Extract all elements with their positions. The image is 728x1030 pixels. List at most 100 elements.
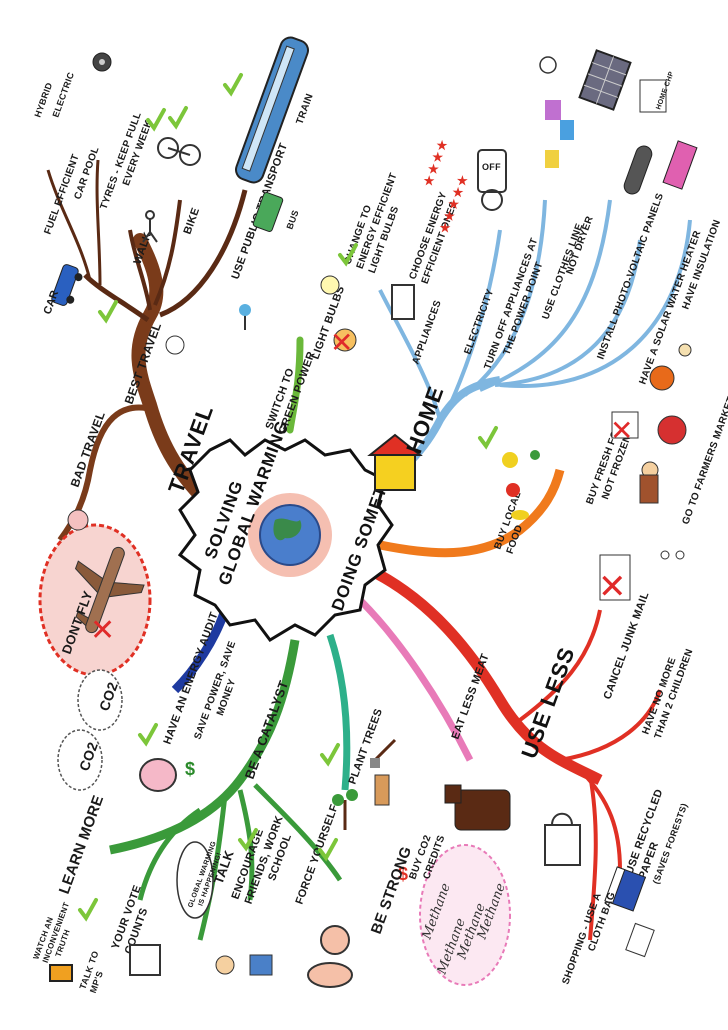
appliances-group: APPLIANCES (410, 299, 443, 366)
catalyst-sub-talk (197, 794, 228, 941)
cow-icon (444, 784, 511, 831)
paper-stack-icon (604, 866, 647, 912)
train-label-group: TRAIN (294, 92, 315, 126)
energy-audit-label: HAVE AN ENERGY AUDIT (162, 610, 221, 746)
watch-group: WATCH AN INCONVENIENT TRUTH (31, 901, 71, 964)
learn-more-group: LEARN MORE (56, 793, 107, 896)
eat-less-meat-branch (357, 597, 474, 762)
bike-icon (157, 137, 201, 166)
plant-trees-group: PLANT TREES (347, 707, 386, 786)
off-label: OFF (482, 162, 501, 172)
shovel-icon (370, 738, 397, 768)
car-icon (51, 264, 83, 306)
use-less-sub-children (559, 689, 662, 762)
seed-pots-icon (374, 774, 390, 806)
use-less-sub-junk (518, 609, 602, 722)
recycled-group: USE RECYCLED PAPER (SAVES FORESTS) (624, 788, 690, 886)
co2-cloud-1 (77, 669, 123, 731)
cloth-bag-icon (544, 812, 581, 866)
check-icon (98, 300, 118, 324)
catalyst-label: BE A CATALYST (242, 678, 292, 781)
clothes-icon (545, 100, 574, 168)
piggy-bank-icon (139, 758, 177, 792)
check-icon (338, 243, 358, 267)
use-less-sub-paper (578, 768, 622, 871)
sun-icon (539, 56, 557, 74)
tyres-group: TYRES - KEEP FULL EVERY WEEK (98, 111, 155, 211)
change-bulbs-group: CHANGE TO ENERGY EFFICIENT LIGHT BULBS (342, 172, 401, 275)
co2-cloud-2 (57, 729, 103, 791)
bus-label-group: BUS (284, 209, 300, 231)
stars-icon-2: ★★★★ (420, 137, 452, 190)
sad-face-icon (67, 509, 89, 531)
electric-label: ELECTRIC (50, 71, 76, 119)
check-icon (223, 73, 243, 97)
tyre-hub-icon (99, 59, 105, 65)
methane-cloud (419, 844, 511, 986)
bus-label: BUS (284, 209, 300, 231)
energy-audit-group: HAVE AN ENERGY AUDIT (162, 610, 221, 746)
smiley-icon (165, 335, 185, 355)
train-label: TRAIN (294, 92, 315, 126)
solar-panel-icon (578, 49, 632, 111)
farmers-label: GO TO FARMERS MARKETS (680, 389, 728, 526)
travel-sub-branch-public (159, 189, 248, 318)
be-strong-label: BE STRONG (368, 844, 415, 936)
paper-icon (625, 922, 655, 958)
earth-land (273, 518, 302, 541)
learn-more-label: LEARN MORE (56, 793, 107, 896)
appliances-label: APPLIANCES (410, 299, 443, 366)
catalyst-sub-force (253, 783, 343, 882)
ballot-box-icon (129, 944, 161, 976)
home-sub-insulation (499, 219, 692, 388)
travel-sub-branch-walk (128, 229, 152, 311)
fruit-icon (502, 450, 540, 520)
check-icon (146, 108, 166, 132)
farmer-icon (639, 461, 659, 504)
efficient-bulb-icon (320, 275, 340, 295)
check-marks (78, 73, 498, 922)
catalyst-branch (109, 639, 300, 855)
check-icon (138, 723, 158, 747)
home-sub-solar (494, 239, 642, 387)
travel-sub-branch-tyres (95, 159, 102, 286)
check-icon (318, 838, 338, 862)
be-strong-group: BE STRONG (368, 844, 415, 936)
produce-icon (649, 343, 692, 445)
home-chp-icon (639, 79, 667, 113)
solar-heater-label: HAVE A SOLAR WATER HEATER (637, 229, 703, 386)
plant-trees-branch (326, 633, 351, 791)
insulation-icon (662, 140, 698, 190)
travel-sub-branch-car (83, 273, 150, 323)
junk-mail-cross-icon: ✕ (598, 567, 627, 607)
electric-group: ELECTRIC (50, 71, 76, 119)
junk-mail-icon (599, 554, 631, 601)
use-less-label-group: USE LESS (516, 643, 579, 761)
bike-label: BIKE (182, 206, 203, 236)
travel-sub-branch-bike (153, 199, 182, 306)
travel-sub-branch-fuel (46, 169, 92, 281)
green-power-group: SWITCH TO GREEN POWER (264, 350, 318, 436)
power-switch-icon (477, 149, 507, 211)
muscle-man-icon (307, 925, 353, 988)
wind-turbine-icon (239, 304, 251, 330)
talk-mps-group: TALK TO MP'S (77, 949, 105, 994)
home-sub-electricity (448, 229, 502, 406)
dollar-icon: $ (398, 864, 408, 884)
energy-audit-branch (171, 608, 230, 694)
check-icon (168, 106, 188, 130)
children-group: HAVE NO MORE THAN 2 CHILDREN (640, 647, 695, 740)
check-icon (478, 426, 498, 450)
catalyst-sub-encourage (237, 789, 255, 901)
fridge-icon (391, 284, 415, 320)
solar-heater-icon (623, 145, 653, 195)
children-icon (660, 550, 685, 560)
farmers-group: GO TO FARMERS MARKETS (680, 389, 728, 526)
tv-icon (49, 964, 73, 982)
force-group: FORCE YOURSELF (294, 803, 341, 906)
buy-co2-group: BUY CO2 CREDITS (407, 834, 447, 881)
encourage-group: ENCOURAGE FRIENDS, WORK SCHOOL (230, 814, 295, 906)
frozen-cross-icon: ✕ (610, 414, 633, 447)
